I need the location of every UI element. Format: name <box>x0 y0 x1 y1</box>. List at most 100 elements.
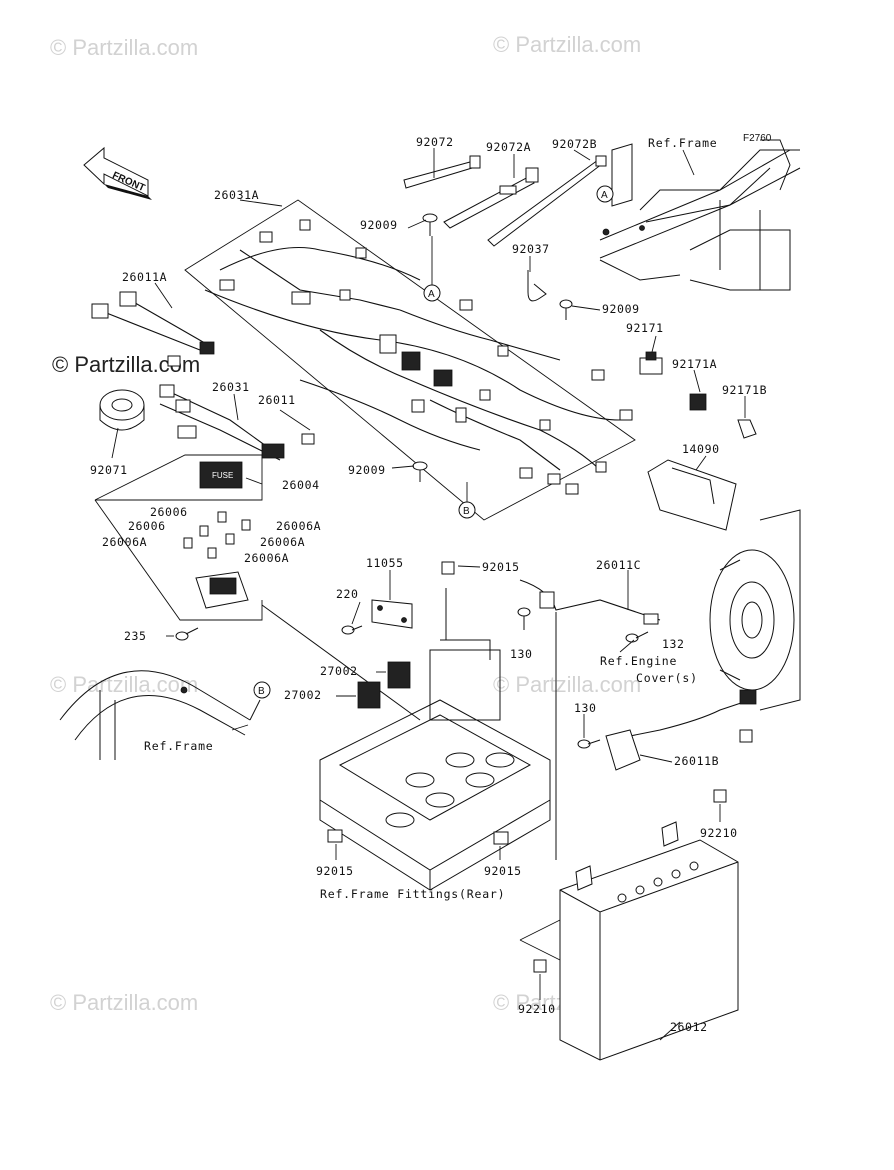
label-26006-b: 26006 <box>128 519 166 533</box>
label-11055: 11055 <box>366 556 404 570</box>
ref-frame-fittings: Ref.Frame Fittings(Rear) <box>320 887 505 901</box>
bolt-130-lower <box>577 739 601 749</box>
label-92171B: 92171B <box>722 383 767 397</box>
bolt-130-upper <box>517 607 531 630</box>
callout-A-frame: A <box>596 185 614 203</box>
label-92015-bottom-left: 92015 <box>316 864 354 878</box>
label-92015-top: 92015 <box>482 560 520 574</box>
nut-92210-right <box>713 789 727 803</box>
label-26011B: 26011B <box>674 754 719 768</box>
nut-92015-top <box>441 561 455 575</box>
label-92171: 92171 <box>626 321 664 335</box>
ref-engine-cover-line2: Cover(s) <box>636 671 698 685</box>
sub-harness-26031 <box>159 384 285 461</box>
frame-left <box>59 670 261 760</box>
callout-A-label: A <box>428 289 435 300</box>
cable-tie-92072 <box>403 155 481 189</box>
label-92015-bottom-right: 92015 <box>484 864 522 878</box>
ref-engine-cover-line1: Ref.Engine <box>600 654 677 668</box>
label-92072A: 92072A <box>486 140 531 154</box>
fuse-box-group: FUSE <box>94 454 421 721</box>
label-26011C: 26011C <box>596 558 641 572</box>
ref-frame-left: Ref.Frame <box>144 739 214 753</box>
label-92071: 92071 <box>90 463 128 477</box>
battery-tray <box>319 588 551 891</box>
cable-tie-92072A <box>443 167 539 229</box>
cable-tie-92072B <box>487 155 607 247</box>
bolt-92009-mid <box>559 299 573 320</box>
bolt-92009-top <box>422 213 438 236</box>
bolt-92009-low <box>412 461 428 482</box>
clip-92171A <box>689 393 707 411</box>
label-92072: 92072 <box>416 135 454 149</box>
label-26006A-b: 26006A <box>102 535 147 549</box>
watermark: © Partzilla.com <box>493 32 641 57</box>
wiring-harness-26031A <box>184 199 636 521</box>
sub-harness-26011A <box>91 291 215 367</box>
label-220: 220 <box>336 587 359 601</box>
callout-A-harness: A <box>423 236 441 302</box>
screw-220 <box>341 625 363 635</box>
leader-lines <box>111 148 746 1041</box>
label-130-upper: 130 <box>510 647 533 661</box>
part-labels: 92072 92072A 92072B 26031A 92009 92037 9… <box>90 135 767 1034</box>
callout-A-label: A <box>601 190 608 201</box>
label-92210-left: 92210 <box>518 1002 556 1016</box>
label-26012: 26012 <box>670 1020 708 1034</box>
label-26004: 26004 <box>282 478 320 492</box>
fuse-label: FUSE <box>212 471 233 480</box>
clip-92171B <box>737 419 757 439</box>
label-92009-mid: 92009 <box>602 302 640 316</box>
label-92210-right: 92210 <box>700 826 738 840</box>
relay-27002-upper <box>387 661 411 689</box>
reference-labels: Ref.Frame Ref.Engine Cover(s) Ref.Frame … <box>144 136 718 901</box>
relay-27002-lower <box>357 681 381 709</box>
label-132: 132 <box>662 637 685 651</box>
junction-box <box>195 571 249 609</box>
lead-26011C <box>519 579 661 860</box>
frame-upper-right <box>599 139 801 291</box>
watermark: © Partzilla.com <box>50 990 198 1015</box>
callout-B-label: B <box>258 686 265 697</box>
watermark: © Partzilla.com <box>50 672 198 697</box>
clip-92171 <box>639 351 663 375</box>
label-27002-lower: 27002 <box>284 688 322 702</box>
label-26006-a: 26006 <box>150 505 188 519</box>
bolt-132 <box>625 631 649 643</box>
lead-26011B <box>605 689 757 771</box>
front-arrow-icon: FRONT <box>83 146 152 200</box>
label-92037: 92037 <box>512 242 550 256</box>
nut-92015-bottom-right <box>493 831 509 845</box>
nut-92015-bottom-left <box>327 829 343 843</box>
label-92171A: 92171A <box>672 357 717 371</box>
label-26011: 26011 <box>258 393 296 407</box>
label-14090: 14090 <box>682 442 720 456</box>
nut-92210-left <box>533 959 547 973</box>
label-26011A: 26011A <box>122 270 167 284</box>
engine-cover <box>709 509 801 711</box>
watermark: © Partzilla.com <box>493 672 641 697</box>
bracket-11055 <box>371 599 413 629</box>
screw-235 <box>175 627 199 641</box>
fuse-26004: FUSE <box>199 461 243 489</box>
battery-26012 <box>559 821 739 1061</box>
label-235: 235 <box>124 629 147 643</box>
grommet-92071 <box>99 389 145 431</box>
clamp-92037 <box>527 270 547 302</box>
label-92072B: 92072B <box>552 137 597 151</box>
label-92009-top: 92009 <box>360 218 398 232</box>
callout-B-harness: B <box>458 482 476 519</box>
label-27002-upper: 27002 <box>320 664 358 678</box>
callout-B-frame: B <box>253 681 271 699</box>
label-26031: 26031 <box>212 380 250 394</box>
watermark: © Partzilla.com <box>50 35 198 60</box>
label-26031A: 26031A <box>214 188 259 202</box>
label-92009-low: 92009 <box>348 463 386 477</box>
ref-frame-top: Ref.Frame <box>648 136 718 150</box>
figure-code: F2760 <box>743 133 772 144</box>
label-26006A-a: 26006A <box>276 519 321 533</box>
label-26006A-c: 26006A <box>260 535 305 549</box>
label-130-lower: 130 <box>574 701 597 715</box>
cover-14090 <box>647 459 737 531</box>
